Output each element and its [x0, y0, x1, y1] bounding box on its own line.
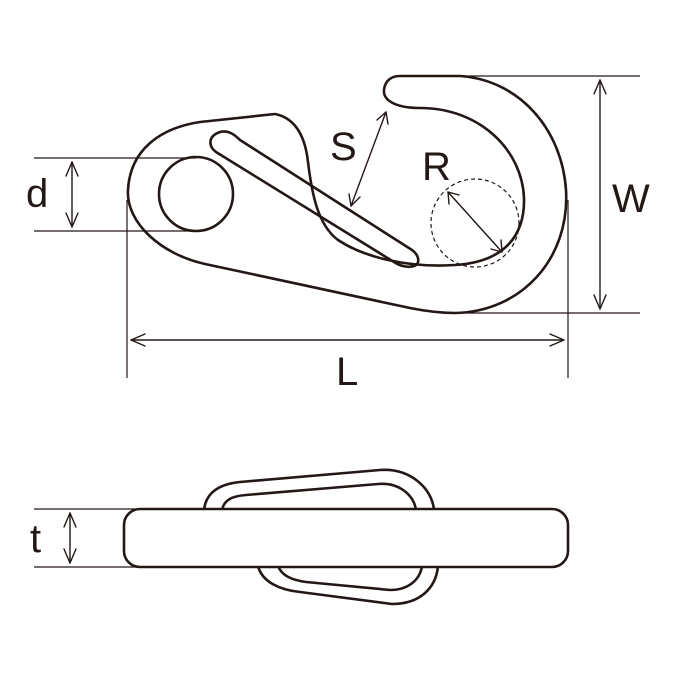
gate-loop-bottom-outer [256, 564, 440, 606]
dimension-w: W [400, 75, 650, 314]
hook-body-outline [126, 74, 568, 315]
gate-loop-top-inner [220, 482, 418, 512]
label-w: W [612, 177, 650, 221]
flat-bar [122, 507, 570, 569]
eye-hole [157, 155, 235, 233]
label-d: d [26, 172, 48, 216]
r-radius-circle [430, 178, 520, 268]
dimension-t: t [30, 508, 140, 568]
gate-loop-bottom-inner [276, 564, 424, 592]
label-l: L [336, 350, 358, 394]
label-r: R [422, 145, 451, 189]
dimension-l: L [126, 200, 569, 394]
hook-front-view [126, 74, 568, 315]
gate-slot [209, 130, 420, 269]
hook-edge-view [122, 468, 570, 606]
dimension-d: d [26, 157, 196, 232]
dimension-r: R [422, 145, 503, 253]
gate-loop-top-outer [202, 468, 436, 512]
dimension-s: S [330, 111, 389, 207]
label-s: S [330, 125, 357, 169]
label-t: t [30, 517, 41, 561]
